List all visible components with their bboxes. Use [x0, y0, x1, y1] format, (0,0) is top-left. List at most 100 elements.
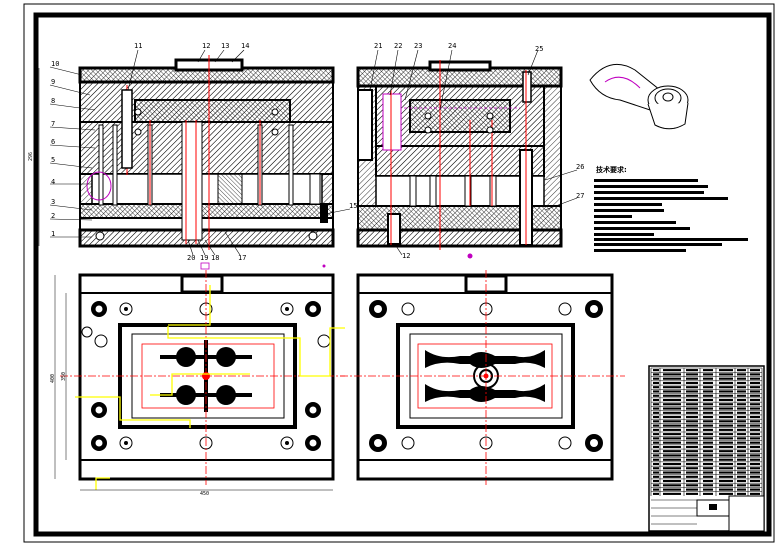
- callout-17: 17: [238, 254, 246, 262]
- title-row-text: [719, 369, 733, 372]
- title-row-text: [750, 386, 760, 389]
- title-row-text: [686, 462, 698, 466]
- callout-9: 9: [51, 78, 55, 86]
- title-row-text: [686, 441, 698, 444]
- title-row-text: [737, 398, 746, 402]
- inner-frame: [33, 12, 772, 537]
- title-row-text: [703, 437, 713, 440]
- title-row-text: [686, 390, 698, 393]
- title-row-text: [750, 407, 760, 410]
- title-row-text: [719, 428, 733, 431]
- callout-14: 14: [241, 42, 249, 50]
- title-row-text: [750, 377, 760, 380]
- title-row-text: [663, 390, 681, 393]
- front-section-view: [78, 55, 335, 250]
- title-row-text: [703, 424, 713, 427]
- title-row-text: [737, 386, 746, 389]
- title-row-text: [719, 390, 733, 393]
- title-row-text: [653, 433, 659, 436]
- title-row-text: [750, 445, 760, 448]
- magenta-annotations: [200, 253, 473, 270]
- title-row-text: [719, 381, 733, 384]
- title-row-text: [703, 475, 713, 478]
- title-row-text: [719, 407, 733, 410]
- title-row-text: [719, 471, 733, 474]
- callout-8: 8: [51, 97, 55, 105]
- title-row-text: [750, 428, 760, 431]
- title-row-text: [653, 390, 659, 393]
- title-row-text: [750, 433, 760, 436]
- callout-24: 24: [448, 42, 456, 50]
- title-row-text: [686, 471, 698, 474]
- title-row-text: [703, 445, 713, 448]
- title-row-text: [750, 416, 760, 419]
- title-row-text: [663, 475, 681, 478]
- title-row-text: [663, 416, 681, 419]
- title-row-text: [750, 437, 760, 440]
- title-row-text: [737, 394, 746, 397]
- title-row-text: [653, 475, 659, 478]
- tech-requirements-title: 技术要求:: [596, 165, 627, 174]
- title-row-text: [663, 411, 681, 414]
- title-row-text: [750, 471, 760, 474]
- title-row-text: [703, 462, 713, 466]
- tech-requirements: 技术要求:: [594, 165, 748, 252]
- title-row-text: [686, 386, 698, 389]
- title-row-text: [703, 484, 713, 487]
- callout-5: 5: [51, 156, 55, 164]
- title-row-text: [653, 437, 659, 440]
- title-row-text: [737, 381, 746, 384]
- title-row-text: [750, 411, 760, 414]
- title-row-text: [750, 403, 760, 406]
- title-row-text: [703, 407, 713, 410]
- side-leader-lines: [369, 49, 578, 256]
- title-row-text: [737, 445, 746, 448]
- plan-view-left: [54, 270, 345, 491]
- title-row-text: [719, 416, 733, 419]
- callout-4: 4: [51, 178, 55, 186]
- title-row-text: [686, 424, 698, 427]
- title-row-text: [703, 373, 713, 376]
- title-row-text: [686, 407, 698, 410]
- title-row-text: [719, 386, 733, 389]
- title-row-text: [686, 480, 698, 483]
- title-row-text: [703, 441, 713, 444]
- title-row-text: [737, 450, 746, 453]
- title-row-text: [663, 454, 681, 457]
- title-row-text: [686, 492, 698, 495]
- title-row-text: [737, 467, 746, 470]
- title-row-text: [686, 373, 698, 376]
- title-row-text: [703, 488, 713, 491]
- title-row-text: [703, 403, 713, 406]
- title-row-text: [653, 394, 659, 397]
- title-row-text: [750, 484, 760, 487]
- title-row-text: [719, 403, 733, 406]
- title-row-text: [653, 492, 659, 495]
- title-row-text: [703, 450, 713, 453]
- callout-12: 12: [202, 42, 210, 50]
- title-row-text: [750, 381, 760, 384]
- callout-23: 23: [414, 42, 422, 50]
- title-row-text: [686, 467, 698, 470]
- title-row-text: [663, 441, 681, 444]
- title-row-text: [686, 411, 698, 414]
- title-row-text: [653, 381, 659, 384]
- title-row-text: [703, 390, 713, 393]
- title-row-text: [737, 441, 746, 444]
- title-row-text: [737, 480, 746, 483]
- title-row-text: [737, 475, 746, 478]
- title-row-text: [719, 467, 733, 470]
- title-row-text: [737, 492, 746, 495]
- callout-6: 6: [51, 138, 55, 146]
- dim-plan-height-inner: 350: [61, 372, 67, 381]
- title-row-text: [686, 377, 698, 380]
- title-row-text: [703, 428, 713, 431]
- callout-20: 20: [187, 254, 195, 262]
- title-row-text: [703, 386, 713, 389]
- title-row-text: [719, 488, 733, 491]
- title-row-text: [703, 398, 713, 402]
- title-row-text: [653, 458, 659, 461]
- title-row-text: [653, 454, 659, 457]
- title-row-text: [653, 398, 659, 402]
